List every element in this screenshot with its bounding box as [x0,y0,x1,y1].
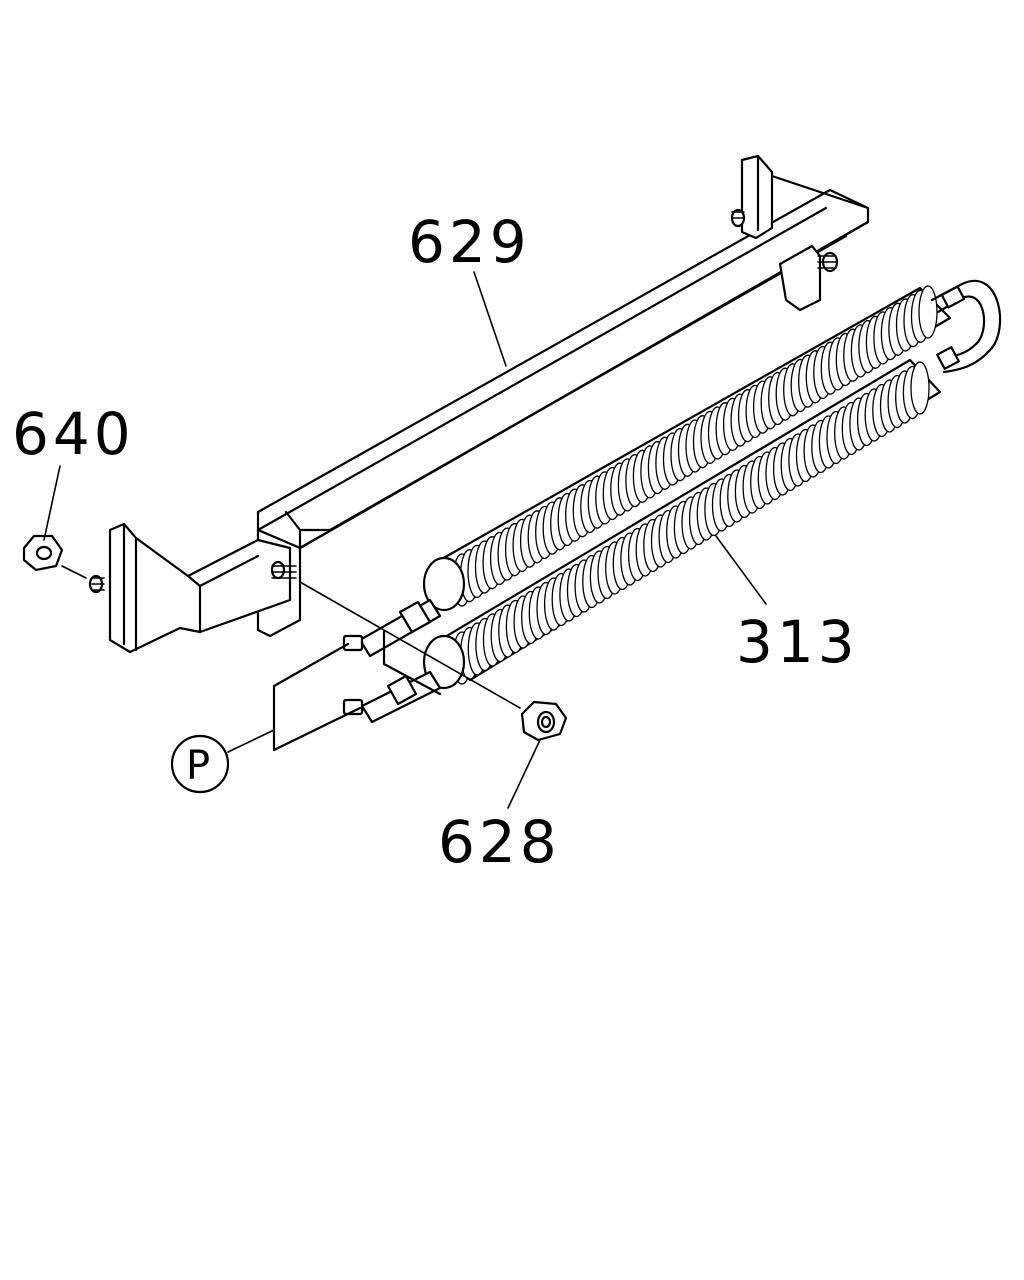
leader-629 [473,271,507,367]
cooler-lower-end-cap [422,634,466,690]
cooler-inlet-pipe-lower [342,670,442,724]
callout-label-628: 628 [438,808,561,876]
stud-left-bar [270,560,297,580]
nut-640 [22,534,87,579]
leader-P [227,729,275,753]
cooler-upper-end-cap [422,556,466,612]
leader-628 [507,739,541,809]
callout-label-313: 313 [736,608,859,676]
stud-right-lower [817,251,839,273]
callout-label-640: 640 [12,400,135,468]
cooler-fin [918,285,938,339]
callout-label-P: P [186,743,210,789]
stud-right-upper [730,208,746,228]
callout-313: 313 [715,535,859,676]
pipe-group-box [272,642,362,752]
leader-313 [715,535,767,605]
cooler-fin [910,361,930,415]
cooler-u-bend [930,280,1002,374]
leader-nut-640-to-stud [61,565,87,579]
cooler-inlet-pipe-upper [342,598,442,658]
leader-nut-628-to-stud [299,581,521,709]
callout-P: P [170,729,275,794]
cooler-fins-upper [452,285,938,607]
callout-629: 629 [408,208,531,367]
callout-640: 640 [12,400,135,541]
oil-cooler-313 [342,280,1002,724]
callout-label-629: 629 [408,208,531,276]
callout-circle-P [170,734,230,794]
callout-628: 628 [438,739,561,876]
cooler-fins-lower [452,361,930,685]
leader-640 [43,465,61,541]
bracket-629 [88,154,870,654]
nut-628 [299,581,568,742]
stud-left-plate [88,574,105,594]
